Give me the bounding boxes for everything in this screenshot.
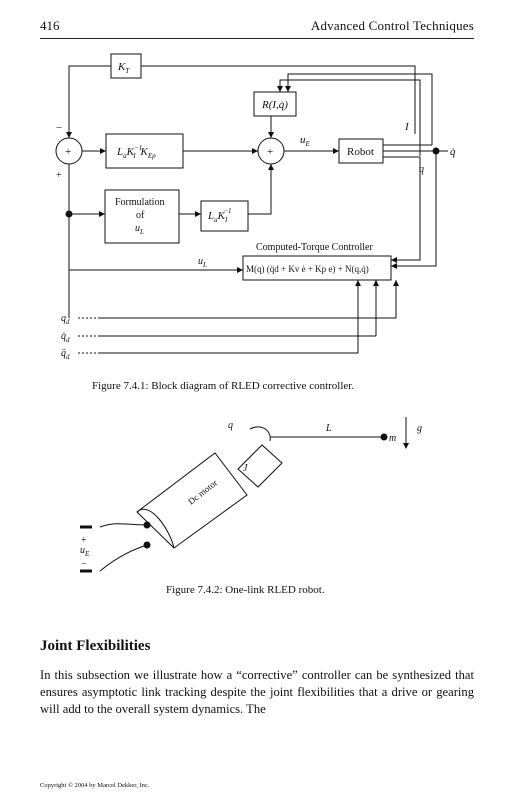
sum2-plus: + [267, 146, 273, 158]
g-label: g [417, 423, 422, 434]
figure-7-4-2-caption: Figure 7.4.2: One-link RLED robot. [166, 584, 325, 596]
sum1-minus: − [56, 122, 62, 134]
page-number: 416 [40, 18, 60, 33]
figure-7-4-1-caption: Figure 7.4.1: Block diagram of RLED corr… [92, 380, 355, 392]
running-title: Advanced Control Techniques [310, 18, 474, 33]
ctc-title: Computed-Torque Controller [256, 242, 373, 253]
body-paragraph: In this subsection we illustrate how a “… [40, 668, 474, 716]
inverse-to-sum2-line [248, 164, 272, 215]
motor-body [136, 452, 248, 549]
ul-label: uL [198, 256, 207, 269]
header-rule [40, 38, 474, 39]
page-header: 416 Advanced Control Techniques [40, 18, 474, 38]
r-label: R(I,q̇) [261, 99, 288, 111]
sum1-plus-bottom: + [56, 170, 62, 181]
r-block [253, 91, 297, 117]
robot-label: Robot [347, 146, 374, 158]
i-to-r-line [287, 73, 433, 145]
i-to-kt-line [141, 65, 416, 134]
inverse-gain-label: LaKI−1 [207, 207, 232, 224]
sum1-plus: + [65, 146, 71, 158]
minus-terminal-label: − [81, 559, 87, 570]
ue-label: uE [300, 134, 311, 148]
kt-to-sum1-line [68, 65, 111, 138]
formulation-line3: uL [135, 223, 144, 236]
motor-shaft [237, 444, 283, 488]
ctc-block [242, 255, 392, 281]
m-label: m [389, 433, 396, 444]
q-output-label: q [419, 164, 424, 175]
mass [380, 433, 388, 441]
ctc-equation: M(q) (q̈d + Kv ė + Kp e) + N(q,q̇) [246, 264, 369, 274]
plus-terminal-label: + [81, 535, 87, 546]
l-label: L [325, 423, 332, 434]
formulation-line1: Formulation [115, 197, 164, 208]
qdot-output-label: q̇ [450, 146, 456, 158]
qd-dot-label: q̇d [61, 331, 70, 344]
i-output-label: I [404, 121, 410, 133]
qdot-feedback-line [391, 151, 437, 267]
section-title: Joint Flexibilities [40, 638, 151, 654]
j-label: J [243, 463, 248, 474]
q-angle-label: q [228, 420, 233, 431]
qd-ddot-label: q̈d [61, 348, 70, 361]
inverse-gain-block [200, 200, 249, 232]
formulation-line2: of [136, 210, 145, 221]
copyright-notice: Copyright © 2004 by Marcel Dekker, Inc. [40, 782, 150, 789]
kt-label: KT [117, 61, 130, 75]
ue-terminal-label: uE [80, 545, 90, 558]
one-link-robot-diagram: q L m g J Dc motor + uE − [80, 417, 422, 573]
formulation-block [104, 189, 180, 244]
qd-label: qd [61, 313, 70, 326]
q-feedback-line [391, 157, 421, 261]
joint-arc [249, 426, 271, 442]
